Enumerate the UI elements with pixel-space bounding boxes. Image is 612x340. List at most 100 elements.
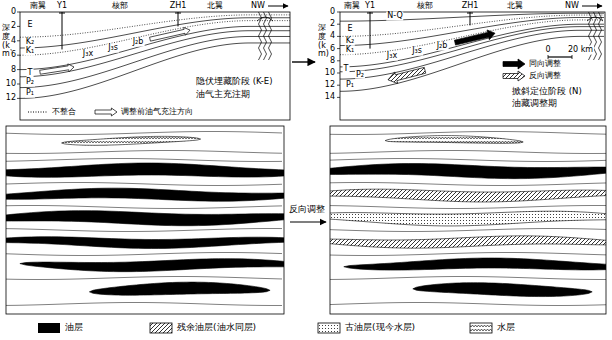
legend-label: 水层: [496, 323, 516, 333]
cross-section: [337, 6, 605, 120]
section-frame: [340, 12, 605, 120]
north-arrow: [268, 6, 288, 7]
axis-title: 深度(km): [318, 24, 326, 59]
stage-panel: 掀斜定位阶段 (N)油藏调整期: [315, 0, 610, 122]
legend-swatch: [503, 71, 525, 81]
strata-boundary: [340, 13, 604, 21]
scale-bar: [548, 56, 572, 57]
depth-tick: [17, 26, 20, 27]
reservoir-bed: [6, 188, 284, 201]
scale-tick: [548, 55, 549, 59]
well-head: [367, 13, 373, 14]
reservoir-bed: [6, 163, 284, 177]
legend-swatch: [470, 323, 492, 333]
north-arrow: [582, 6, 602, 7]
text-label: 2: [10, 22, 17, 31]
strata-label: E: [26, 20, 33, 29]
well-head: [175, 13, 181, 14]
cross-section: [17, 6, 290, 120]
text-label: 0: [329, 8, 336, 17]
bed-boundary: [330, 277, 606, 280]
depth-tick: [337, 24, 340, 25]
text-label: ZH1: [461, 2, 480, 11]
text-label: 南翼: [29, 2, 47, 11]
text-label: 南翼: [343, 2, 361, 11]
bed-boundary: [330, 151, 606, 154]
legend-swatch: [150, 323, 172, 333]
text-label: 14: [324, 93, 336, 102]
reservoir-bed: [385, 136, 523, 144]
text-label: 6: [10, 51, 17, 60]
depth-tick: [17, 98, 20, 99]
text-label: NW: [564, 2, 580, 11]
depth-tick: [337, 73, 340, 74]
reservoir-sketch: [6, 132, 284, 306]
bed-boundary: [6, 277, 282, 280]
text-label: 4: [329, 32, 336, 41]
legend-swatch: [95, 108, 117, 116]
reservoir-bed: [6, 237, 284, 249]
text-label: 10: [5, 80, 17, 89]
depth-tick: [17, 40, 20, 41]
strata-label: K₁: [25, 47, 35, 56]
depth-tick: [17, 84, 20, 85]
unconformity-line: [20, 21, 290, 56]
bed-boundary: [6, 151, 282, 154]
reservoir-bed: [330, 164, 606, 179]
well-head: [467, 13, 473, 14]
strata-boundary: [340, 27, 604, 72]
reservoir-bed: [413, 283, 592, 297]
stage-label: 油气主充注期: [195, 90, 251, 99]
text-label: 4: [10, 36, 17, 45]
bed-boundary: [6, 132, 282, 135]
bed-boundary: [6, 303, 282, 306]
strata-boundary: [340, 30, 604, 79]
bed-boundary: [330, 183, 606, 186]
depth-tick: [337, 12, 340, 13]
reservoir-bed: [330, 211, 606, 226]
bed-boundary: [6, 229, 282, 232]
strata-boundary: [20, 36, 290, 87]
text-label: 12: [5, 94, 17, 103]
well-line: [178, 12, 179, 26]
reservoir-bed: [89, 282, 270, 295]
legend-label: 调整前油气充注方向: [120, 108, 194, 117]
depth-tick: [17, 12, 20, 13]
strata-label: K₁: [345, 46, 355, 55]
stage-label: 掀斜定位阶段 (N): [511, 87, 583, 96]
strata-label: P₁: [345, 81, 355, 90]
bed-boundary: [330, 159, 606, 162]
legend-label: 残余油层(油水同层): [176, 323, 257, 333]
fold-arch: [257, 17, 273, 21]
strata-label: J₂b: [436, 41, 449, 50]
bed-boundary: [6, 183, 282, 186]
bed-boundary: [6, 253, 282, 256]
legend-swatch: [28, 112, 48, 113]
text-label: 8: [329, 56, 336, 65]
depth-tick: [17, 55, 20, 56]
strata-label: P₂: [355, 70, 365, 79]
depth-tick: [337, 85, 340, 86]
strata-boundary: [20, 18, 290, 48]
strata-label: P₁: [25, 88, 35, 97]
strata-label: N-Q: [386, 12, 403, 21]
text-label: 12: [324, 81, 336, 90]
well-line: [370, 12, 371, 49]
text-label: 8: [10, 65, 17, 74]
fault-line: [264, 12, 267, 60]
well-line: [62, 12, 63, 49]
text-label: 0: [544, 46, 551, 55]
bed-boundary: [330, 206, 606, 209]
bed-boundary: [6, 206, 282, 209]
depth-tick: [337, 48, 340, 49]
bed-boundary: [330, 303, 606, 306]
text-label: NW: [250, 2, 266, 11]
strata-boundary: [340, 17, 604, 45]
stage-panel: 隐伏埋藏阶段 (K-E) 油气主充注期: [0, 0, 292, 122]
depth-tick: [17, 69, 20, 70]
text-label: Y1: [364, 2, 376, 11]
legend-label: 反向调整: [528, 72, 562, 81]
stage-arrow: [292, 61, 315, 62]
legend-swatch: [503, 59, 525, 69]
stage-label: 隐伏埋藏阶段 (K-E): [195, 77, 273, 86]
